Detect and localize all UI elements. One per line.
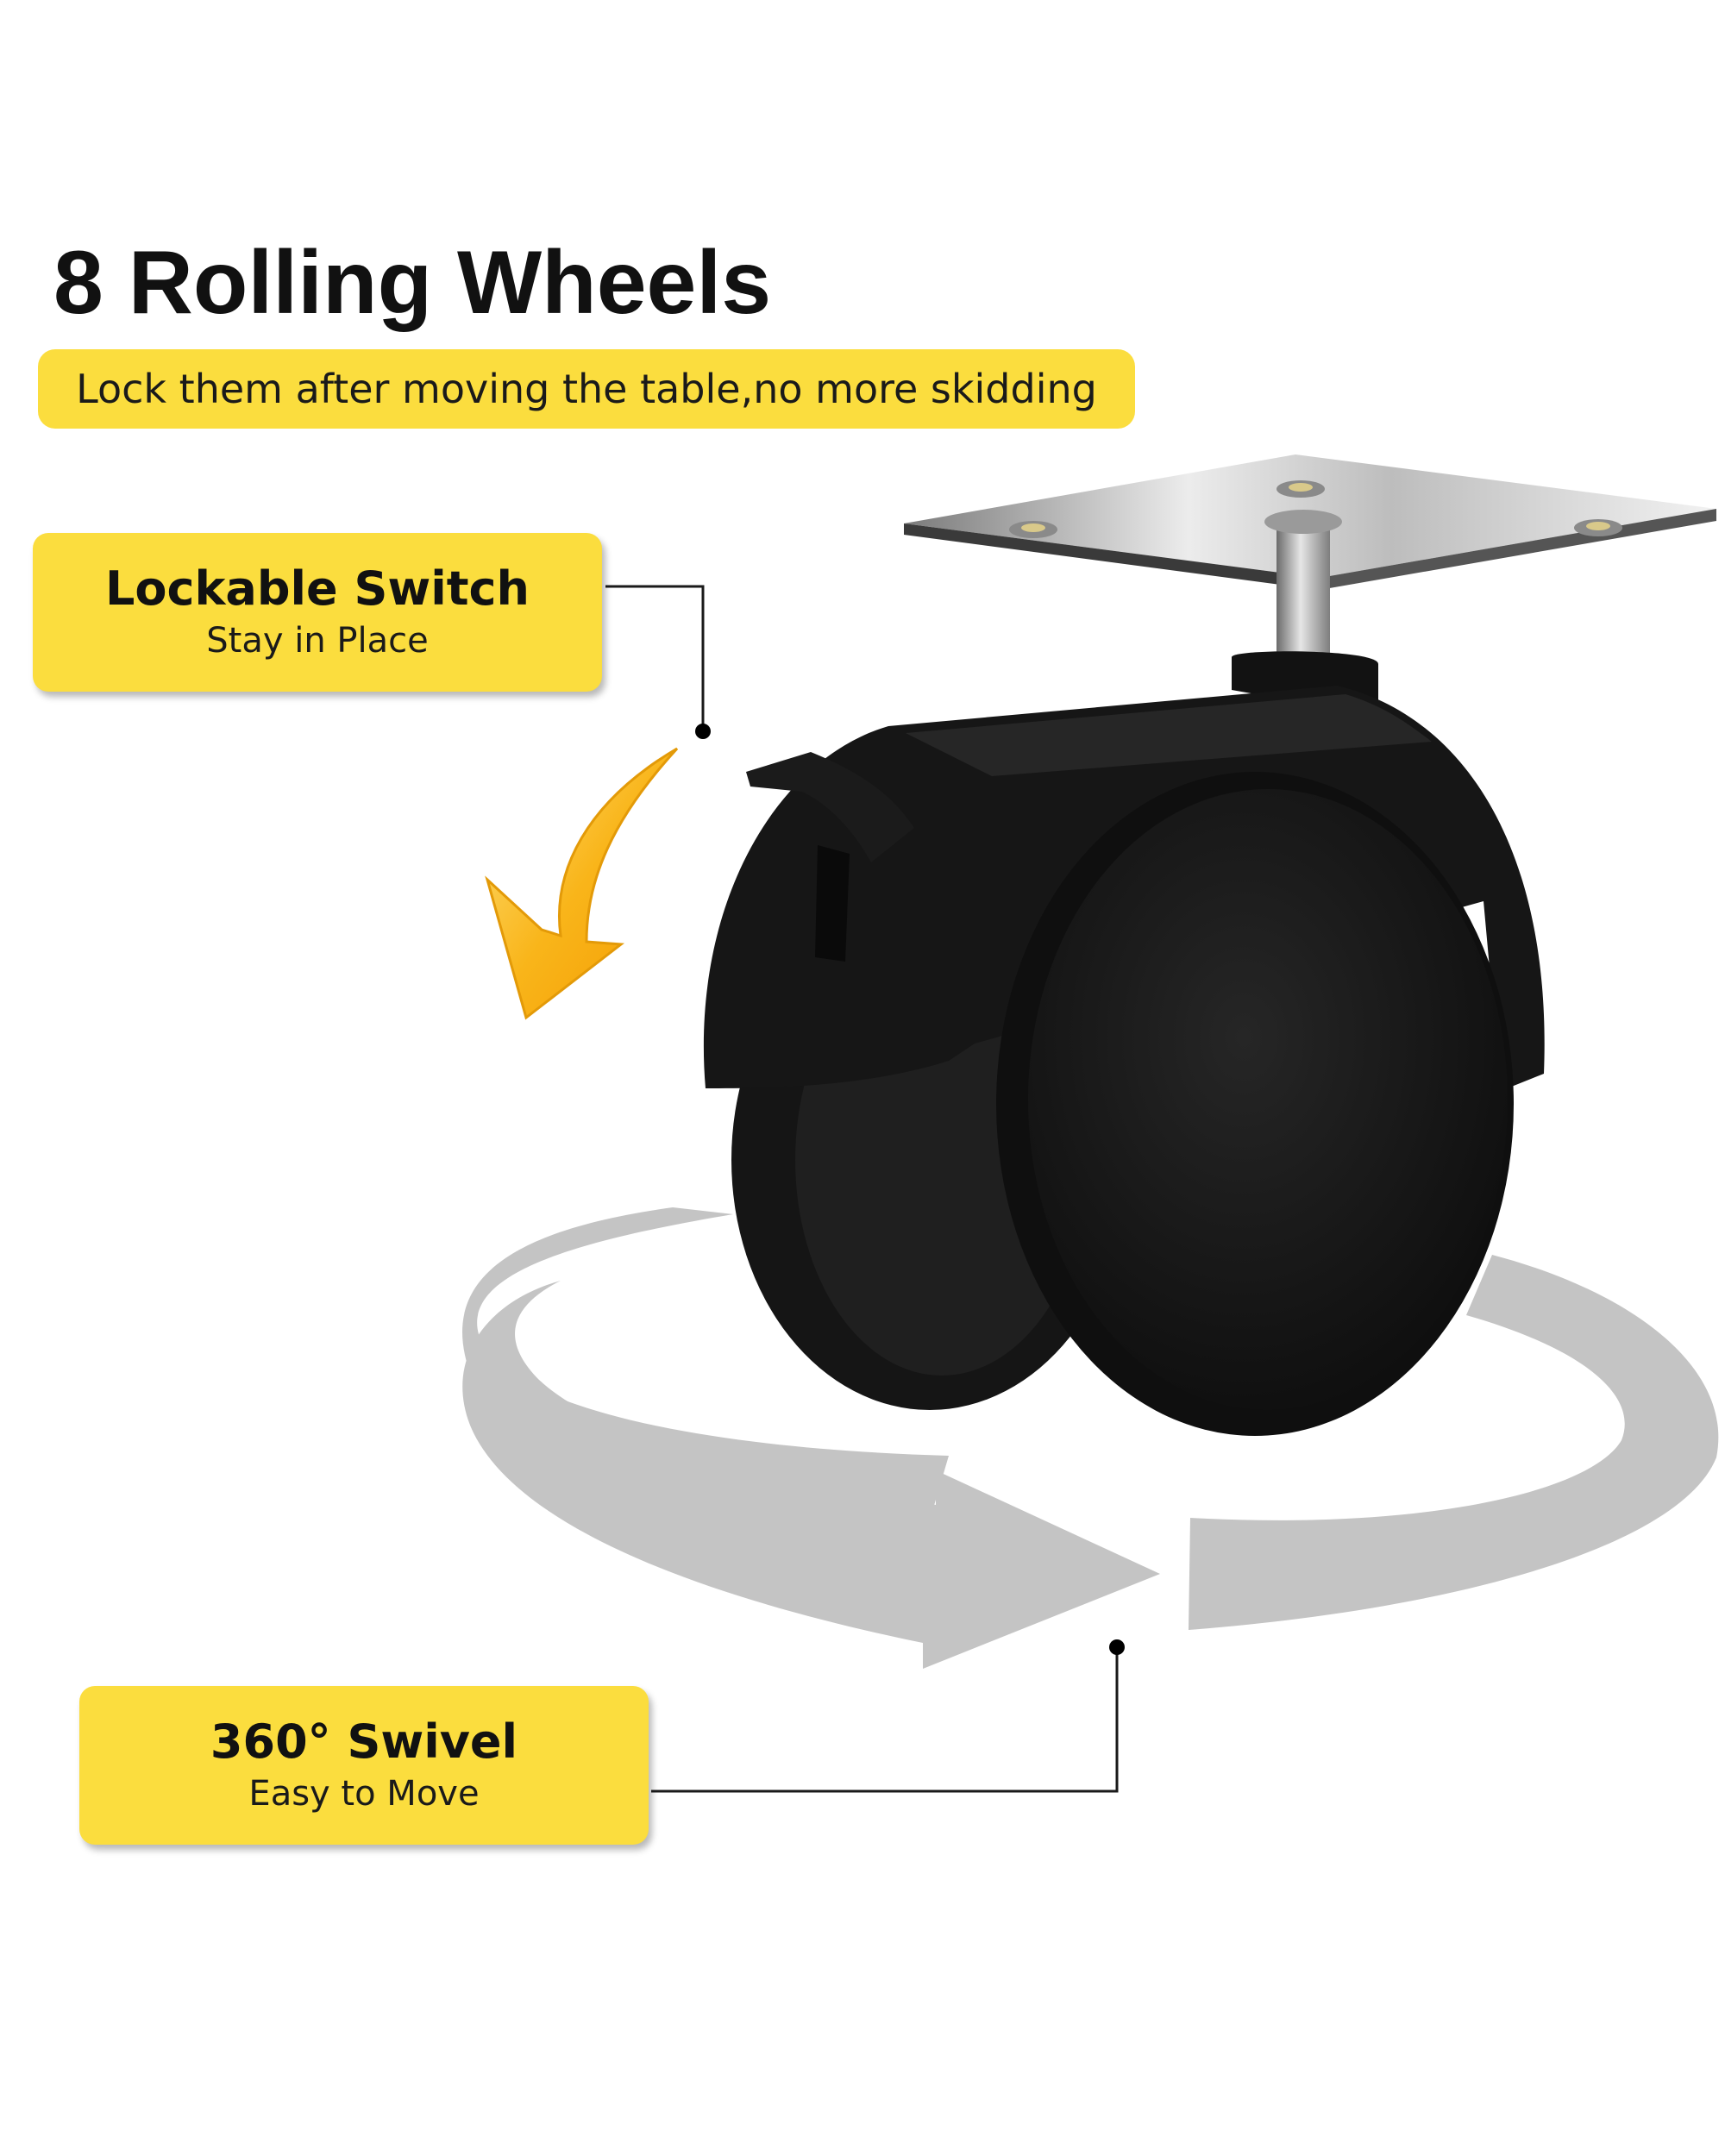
curved-arrow-down-icon [485,747,679,1020]
rotation-arrow-icon [462,1207,1719,1669]
callout-swivel-subheading: Easy to Move [248,1774,480,1814]
callout-lock-heading: Lockable Switch [104,561,530,616]
callout-swivel-heading: 360° Swivel [210,1714,518,1769]
subtitle-text: Lock them after moving the table,no more… [76,366,1097,412]
callout-lockable-switch: Lockable Switch Stay in Place [33,533,602,692]
callout-lock-subheading: Stay in Place [206,621,429,661]
subtitle-banner: Lock them after moving the table,no more… [38,349,1135,429]
callout-leader-swivel [651,1639,1125,1793]
brake-lever [746,752,914,962]
callout-swivel: 360° Swivel Easy to Move [79,1686,649,1845]
caster-wheel [703,686,1545,1436]
page-title: 8 Rolling Wheels [53,233,772,333]
callout-leader-lock [605,585,711,739]
